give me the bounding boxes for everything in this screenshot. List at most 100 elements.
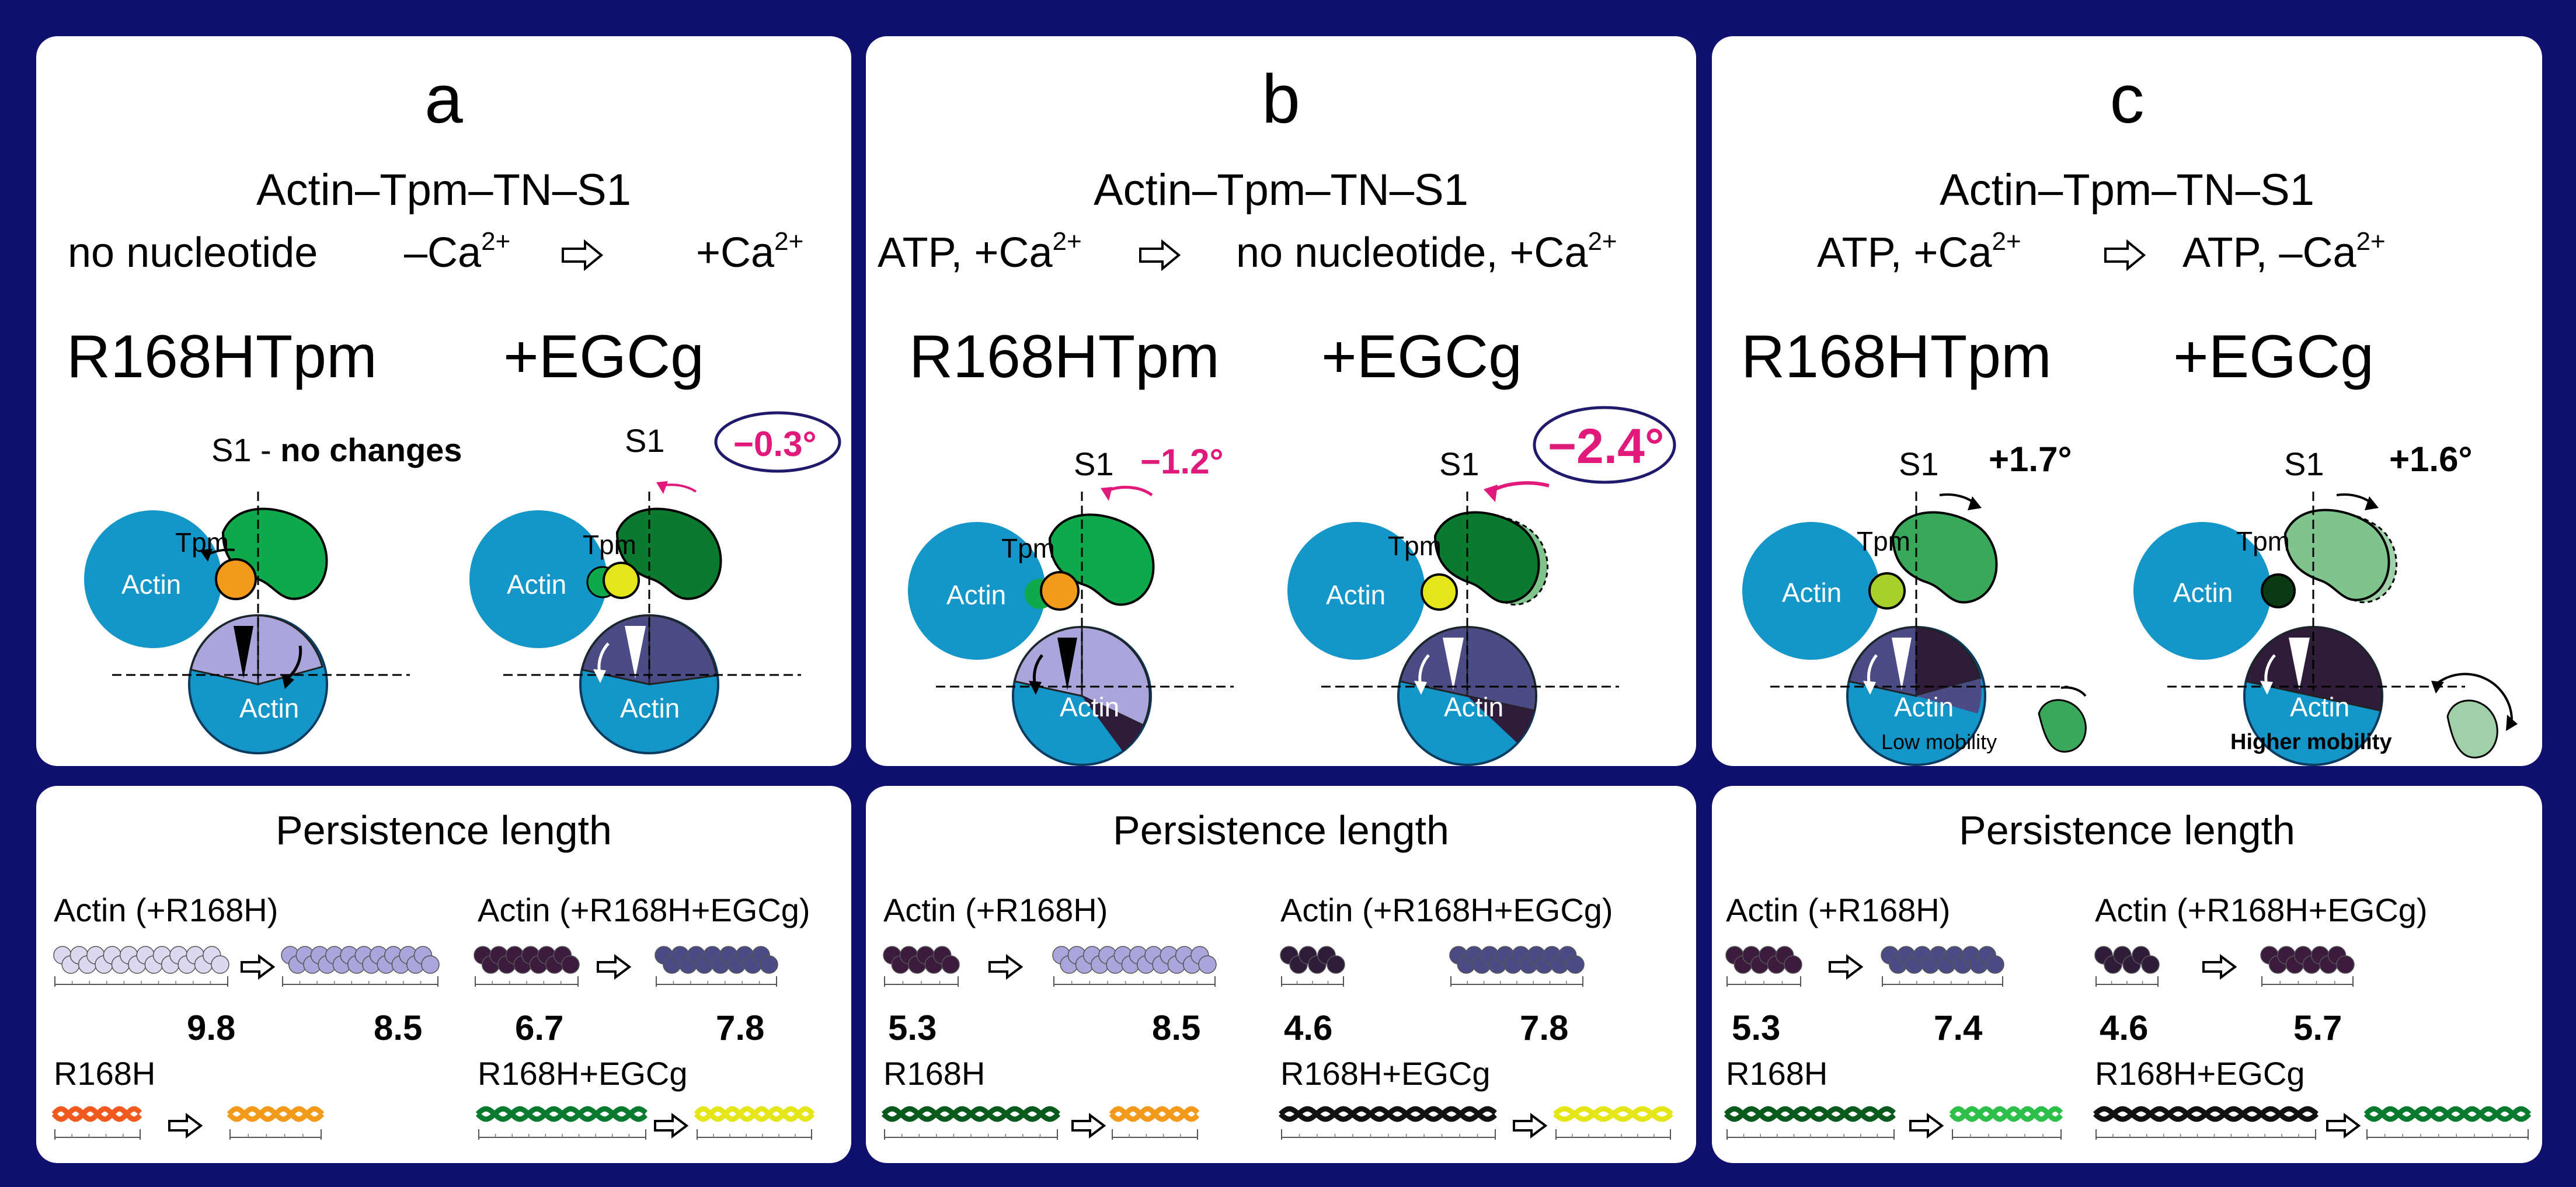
actin-label: Actin (121, 569, 182, 600)
tpm-r168h-egcg-label: R168H+EGCg (1280, 1055, 1491, 1092)
hollow-arrow-icon (597, 954, 632, 980)
hollow-arrow-icon (1829, 954, 1864, 980)
persistence-value: 5.3 (888, 1008, 937, 1047)
persistence-value: 7.4 (1934, 1008, 1983, 1047)
persistence-title: Persistence length (1113, 807, 1449, 853)
mutant-label: R168HTpm (67, 323, 377, 391)
tpm-r168h-label: R168H (883, 1055, 986, 1092)
tpm-label-right: Tpm (2236, 526, 2290, 556)
tpm-label-left: Tpm (1857, 526, 1910, 556)
actin-filament (2094, 946, 2160, 987)
actin-filament (1725, 946, 1802, 987)
tpm-r168h-egcg-label: R168H+EGCg (478, 1055, 688, 1092)
angle-value: −0.3° (733, 424, 817, 464)
persistence-value: 7.8 (716, 1008, 765, 1047)
actin-label: Actin (2173, 577, 2233, 608)
actin-filament (1449, 946, 1585, 987)
actin-filament (474, 946, 580, 987)
tpm-r168h-label: R168H (54, 1055, 156, 1092)
persistence-value: 8.5 (1152, 1008, 1201, 1047)
persistence-panel-a: Persistence length Actin (+R168H) Actin … (36, 786, 851, 1163)
angle-value-right: −2.4° (1548, 419, 1665, 474)
persistence-title: Persistence length (1959, 807, 2295, 853)
tpm-filament (2093, 1106, 2319, 1140)
actin-label: Actin (2290, 692, 2350, 722)
persistence-value: 7.8 (1520, 1008, 1569, 1047)
hollow-arrow-icon (1139, 239, 1181, 271)
hollow-arrow-icon (2104, 239, 2146, 271)
s1-label-right: S1 (1439, 445, 1480, 482)
panel-letter: c (2109, 61, 2145, 138)
tpm-filament (1724, 1106, 1896, 1140)
egcg-label: +EGCg (1321, 323, 1522, 391)
actin-label: Actin (1326, 580, 1386, 610)
tpm-filament (1279, 1106, 1497, 1140)
condition-right: no nucleotide, +Ca2+ (1236, 227, 1617, 277)
hollow-arrow-icon (562, 239, 604, 271)
persistence-panel-c: Persistence length Actin (+R168H) Actin … (1712, 786, 2542, 1163)
angle-value-left: +1.7° (1989, 440, 2072, 479)
actin-s1-scene-right (469, 481, 801, 754)
hollow-arrow-icon (1909, 1113, 1944, 1139)
condition-right: +Ca2+ (696, 227, 804, 277)
egcg-label: +EGCg (503, 323, 704, 391)
mutant-label: R168HTpm (1741, 323, 2052, 391)
tpm-filament (475, 1106, 648, 1140)
persistence-value: 5.3 (1732, 1008, 1781, 1047)
persistence-value: 4.6 (1284, 1008, 1333, 1047)
panel-letter: a (424, 61, 463, 138)
panel-b: b Actin–Tpm–TN–S1 ATP, +Ca2+ no nucleoti… (866, 36, 1696, 766)
actin-filament (53, 946, 229, 987)
panel-c: c Actin–Tpm–TN–S1 ATP, +Ca2+ ATP, –Ca2+ … (1712, 36, 2542, 766)
condition-left: no nucleotide (68, 229, 318, 276)
angle-value-right: +1.6° (2389, 440, 2473, 479)
tpm-filament (1949, 1106, 2063, 1140)
persistence-value: 8.5 (374, 1008, 423, 1047)
s1-label-left: S1 (1074, 445, 1114, 482)
actin-filament (1280, 946, 1345, 987)
actin-label: Actin (620, 693, 680, 723)
actin-r168h-egcg-label: Actin (+R168H+EGCg) (1280, 892, 1613, 928)
actin-label: Actin (1894, 692, 1954, 722)
hollow-arrow-icon (168, 1113, 203, 1139)
condition-right: ATP, –Ca2+ (2182, 227, 2386, 277)
persistence-value: 9.8 (187, 1008, 236, 1047)
actin-label: Actin (946, 580, 1007, 610)
s1-label-left: S1 (1899, 445, 1939, 482)
tpm-label-left: Tpm (175, 527, 229, 558)
complex-title: Actin–Tpm–TN–S1 (256, 165, 632, 215)
condition-left: ATP, +Ca2+ (1817, 227, 2021, 277)
actin-filament (1052, 946, 1217, 987)
actin-filament (281, 946, 440, 987)
persistence-title: Persistence length (276, 807, 612, 853)
tpm-filament (51, 1106, 142, 1140)
actin-s1-scene-left (908, 485, 1234, 766)
tpm-filament (2363, 1106, 2532, 1140)
actin-s1-scene-right (1287, 481, 1619, 766)
hollow-arrow-icon (1513, 1113, 1548, 1139)
tpm-filament (1109, 1106, 1200, 1140)
actin-label: Actin (1782, 577, 1842, 608)
mobility-label-right: Higher mobility (2230, 730, 2392, 754)
hollow-arrow-icon (988, 954, 1024, 980)
persistence-value: 4.6 (2100, 1008, 2149, 1047)
tpm-filament (881, 1106, 1061, 1140)
condition-mid: –Ca2+ (404, 227, 511, 277)
actin-filament (883, 946, 960, 987)
actin-s1-scene-left (1742, 492, 2087, 766)
tpm-r168h-egcg-label: R168H+EGCg (2095, 1055, 2305, 1092)
actin-label: Actin (1444, 692, 1504, 722)
s1-label-right: S1 (625, 422, 665, 459)
actin-filament (1881, 946, 2004, 987)
hollow-arrow-icon (654, 1113, 689, 1139)
s1-label-left: S1 - no changes (211, 431, 462, 468)
actin-label: Actin (239, 693, 300, 723)
actin-r168h-label: Actin (+R168H) (883, 892, 1108, 928)
actin-label: Actin (507, 569, 567, 600)
persistence-value: 5.7 (2293, 1008, 2342, 1047)
persistence-value: 6.7 (515, 1008, 564, 1047)
mutant-label: R168HTpm (909, 323, 1220, 391)
panel-a: a Actin–Tpm–TN–S1 no nucleotide –Ca2+ +C… (36, 36, 851, 766)
condition-left: ATP, +Ca2+ (878, 227, 1082, 277)
angle-value-left: −1.2° (1140, 442, 1224, 481)
